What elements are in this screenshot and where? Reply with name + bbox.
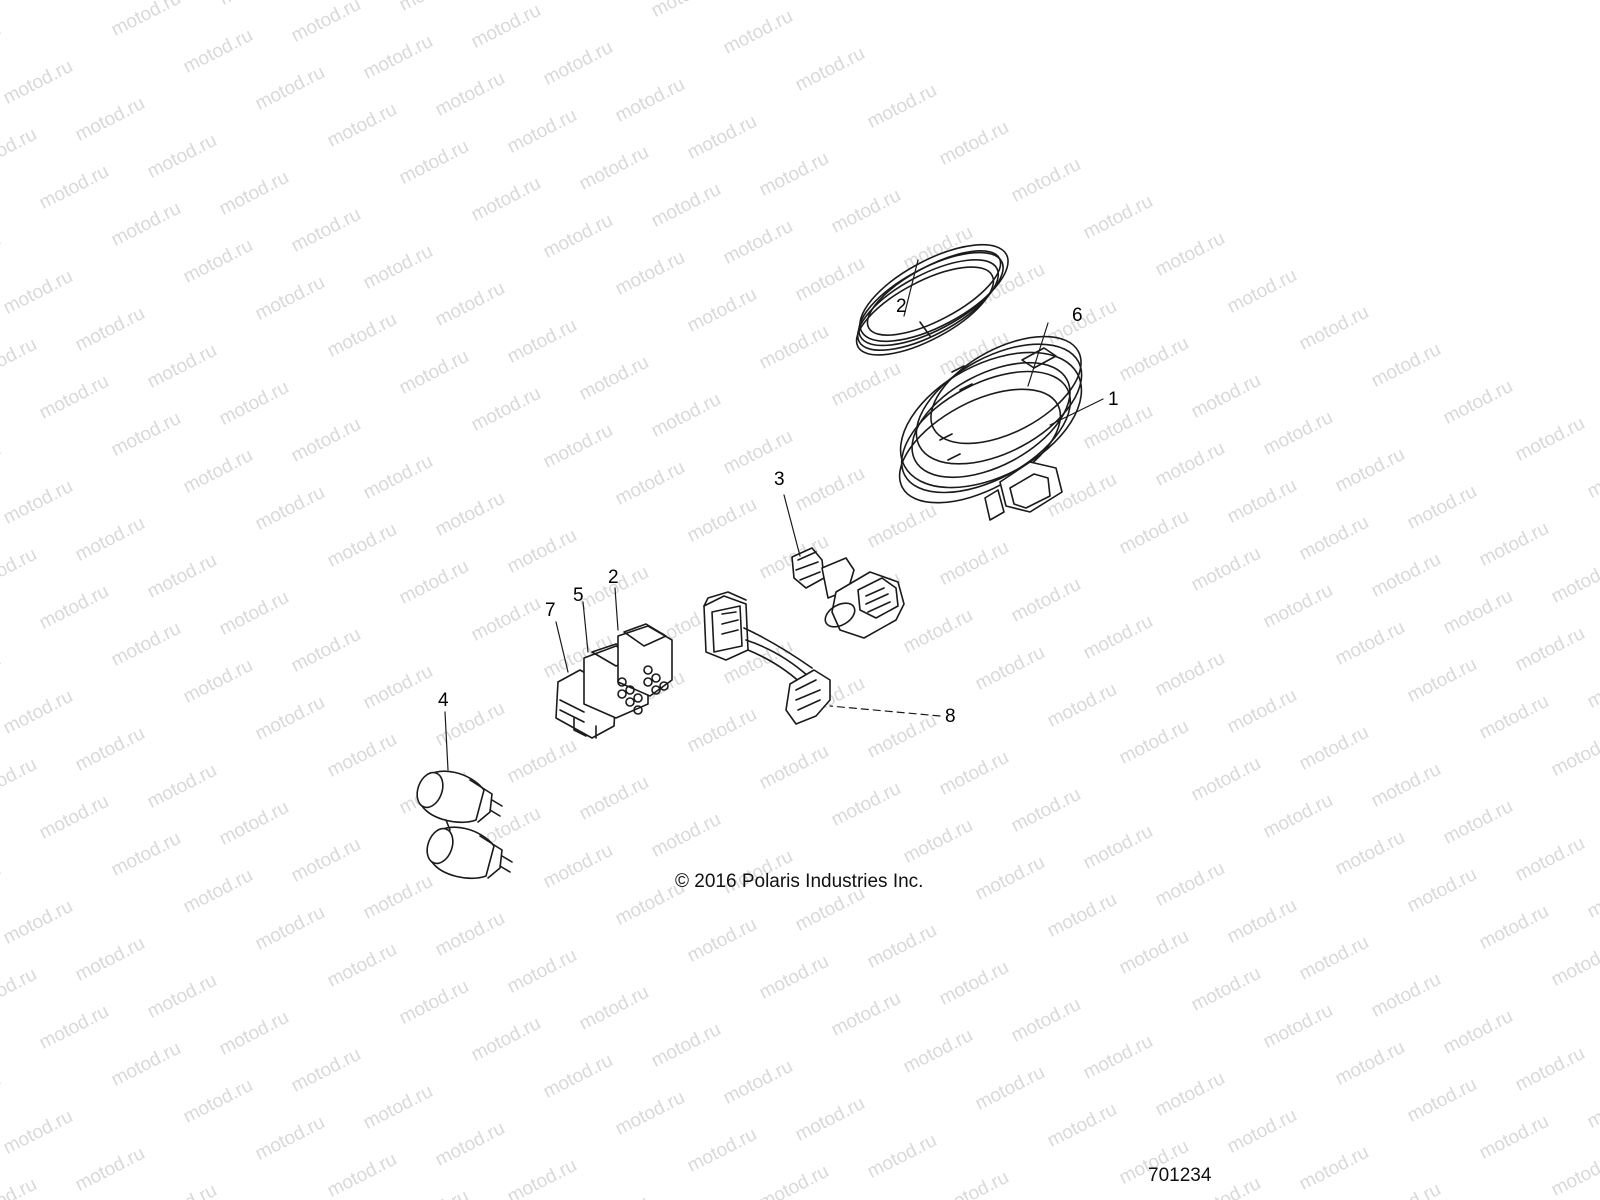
callout-7: 7 xyxy=(545,600,556,621)
socket-pair xyxy=(416,770,513,880)
gauge-housing xyxy=(898,335,1083,521)
callout-3: 3 xyxy=(774,469,785,490)
callout-5: 5 xyxy=(573,585,584,606)
callout-6: 6 xyxy=(1072,305,1083,326)
copyright-notice: © 2016 Polaris Industries Inc. xyxy=(675,871,924,892)
leader-lines xyxy=(444,259,1104,771)
callout-2-block: 2 xyxy=(608,567,619,588)
callout-8: 8 xyxy=(945,706,956,727)
retaining-ring xyxy=(855,243,1009,356)
connector-block xyxy=(555,623,673,739)
callout-1: 1 xyxy=(1108,389,1119,410)
callout-4: 4 xyxy=(438,690,449,711)
wire-harness xyxy=(703,591,831,725)
switch-connector xyxy=(791,547,905,639)
drawing-number: 701234 xyxy=(1148,1165,1212,1186)
callout-2-ring: 2 xyxy=(896,296,907,317)
